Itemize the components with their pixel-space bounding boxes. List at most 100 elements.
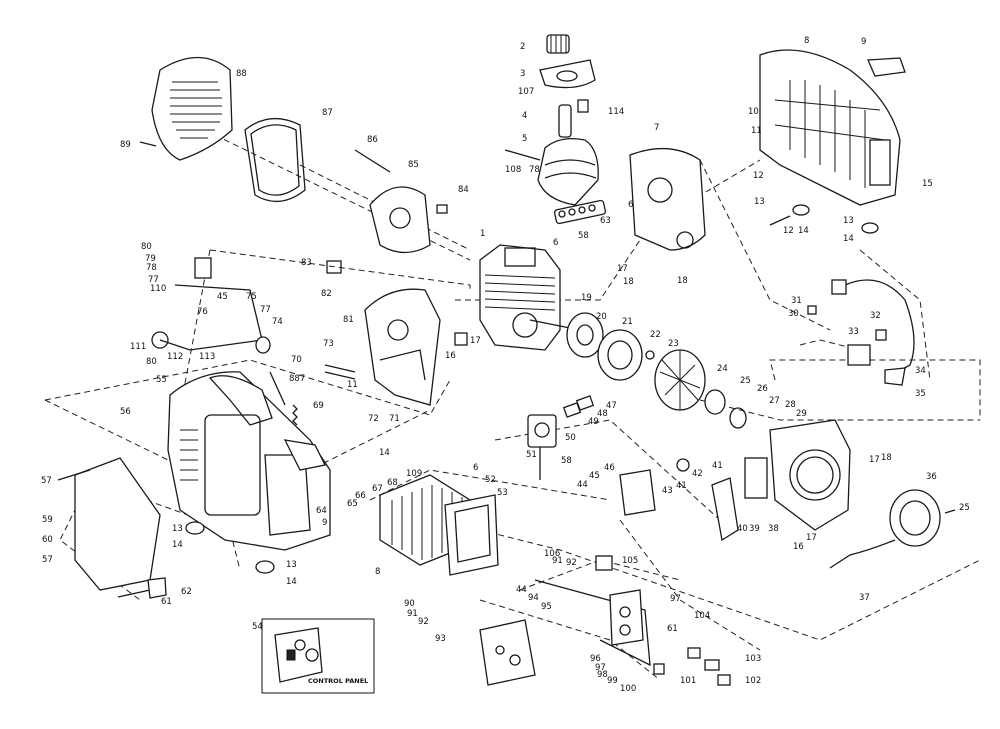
part-105-switch [595,555,613,571]
callout-79: 79 [145,254,156,264]
callout-73: 73 [323,339,334,349]
callout-67: 67 [372,484,383,494]
part-29-recoil-housing [769,419,851,531]
part-25-hub [704,389,726,415]
callout-17: 17 [869,455,880,465]
part-4-filter [558,104,572,138]
callout-45: 45 [217,292,228,302]
callout-48: 48 [597,409,608,419]
callout-26: 26 [757,384,768,394]
part-57-bolt [117,589,151,598]
part-63-injector [553,199,607,225]
callout-103: 103 [745,654,761,664]
inset-label: CONTROL PANEL [308,677,368,685]
callout-96: 96 [590,654,601,664]
part-33-ignition-coil [831,279,915,386]
part-100 [653,663,665,675]
callout-15: 15 [922,179,933,189]
part-84 [436,204,448,214]
callout-91: 91 [552,556,563,566]
callout-113: 113 [199,352,215,362]
callout-57: 57 [41,476,52,486]
callout-34: 34 [915,366,926,376]
callout-95: 95 [541,602,552,612]
part-93-panel [479,619,536,686]
part-48-gasket [575,395,595,411]
callout-77: 77 [148,275,159,285]
part-17 [454,332,468,346]
part-31 [807,305,817,315]
callout-55: 55 [156,375,167,385]
callout-83: 83 [301,258,312,268]
part-85-cover [369,186,431,254]
callout-72: 72 [368,414,379,424]
callout-17: 17 [470,336,481,346]
part-5-fuel-tank [537,137,599,206]
callout-4: 4 [522,111,527,121]
callout-108: 108 [505,165,521,175]
part-8-top-housing [759,49,901,206]
callout-61: 61 [161,597,172,607]
callout-97: 97 [670,594,681,604]
part-60-side-panel [74,457,161,591]
callout-23: 23 [668,339,679,349]
callout-17: 17 [806,533,817,543]
callout-57: 57 [42,555,53,565]
part-25-bolt [944,509,956,514]
part-36-rope [829,539,896,569]
callout-92: 92 [566,558,577,568]
callout-109: 109 [406,469,422,479]
callout-32: 32 [870,311,881,321]
callout-13: 13 [286,560,297,570]
callout-88: 88 [236,69,247,79]
callout-20: 20 [596,312,607,322]
callout-28: 28 [785,400,796,410]
callout-60: 60 [42,535,53,545]
callout-18: 18 [623,277,634,287]
callout-82: 82 [321,289,332,299]
callout-7: 7 [654,123,659,133]
callout-70: 70 [291,355,302,365]
part-40-muffler-cover [711,477,739,542]
callout-2: 2 [520,42,525,52]
callout-8: 8 [375,567,380,577]
callout-887: 887 [289,374,305,384]
callout-43: 43 [662,486,673,496]
part-53-frame [444,494,499,576]
part-70-rod [269,371,286,406]
callout-81: 81 [343,315,354,325]
callout-9: 9 [861,37,866,47]
callout-107: 107 [518,87,534,97]
part-114 [577,99,589,113]
callout-41: 41 [712,461,723,471]
callout-62: 62 [181,587,192,597]
part-43-air-filter [619,469,656,516]
callout-75: 75 [246,292,257,302]
callout-16: 16 [793,542,804,552]
callout-105: 105 [622,556,638,566]
part-13-foot [792,204,810,216]
callout-18: 18 [881,453,892,463]
callout-66: 66 [355,491,366,501]
callout-58: 58 [561,456,572,466]
callout-89: 89 [120,140,131,150]
part-24-fan [654,349,706,411]
part-55-main-housing [167,371,331,551]
callout-12: 12 [783,226,794,236]
callout-35: 35 [915,389,926,399]
part-23 [645,350,655,360]
part-12-rod [769,215,791,226]
part-83 [326,260,342,274]
callout-63: 63 [600,216,611,226]
part-21-stator [597,329,643,381]
callout-42: 42 [692,469,703,479]
callout-80: 80 [141,242,152,252]
callout-5: 5 [522,134,527,144]
part-103 [704,659,720,671]
callout-44: 44 [516,585,527,595]
callout-76: 76 [197,307,208,317]
callout-3: 3 [520,69,525,79]
part-73-rods [324,364,356,373]
callout-25: 25 [740,376,751,386]
callout-6: 6 [473,463,478,473]
